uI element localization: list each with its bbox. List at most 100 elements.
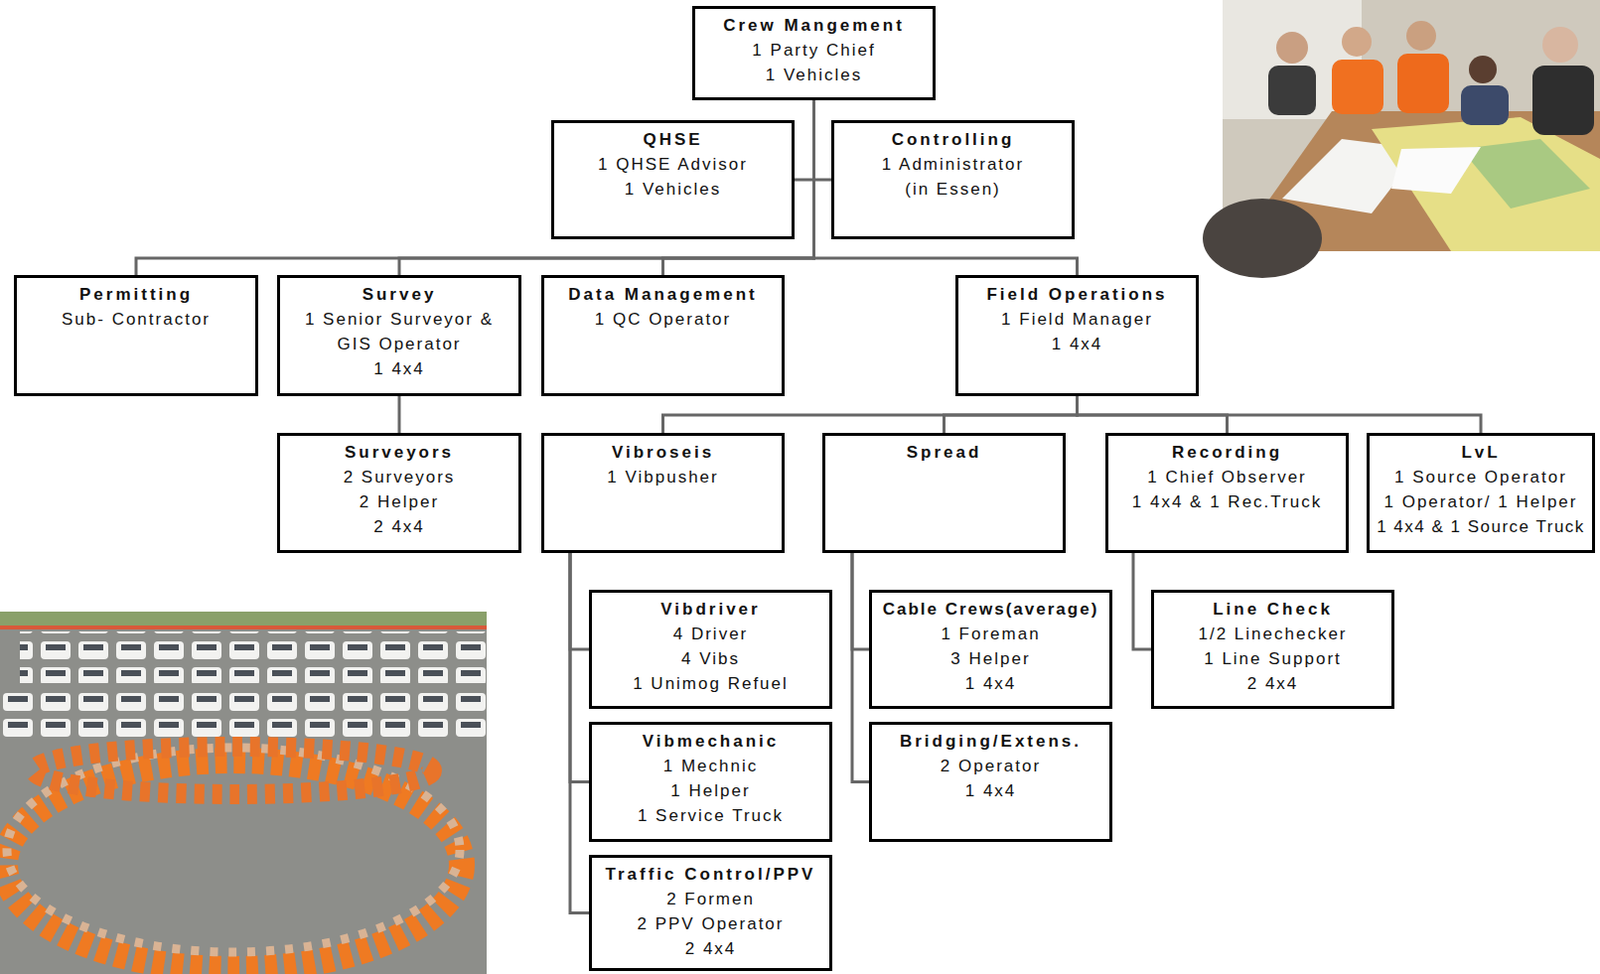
photo-vest [1397,53,1450,114]
box-heading: Permitting [22,282,250,307]
org-box: Traffic Control/PPV2 Formen2 PPV Operato… [588,855,833,972]
box-line: 2 4x4 [1160,671,1386,697]
box-line: 2 Formen [597,886,824,912]
photo-person [1341,26,1372,57]
box-line: 1 4x4 [877,778,1104,804]
box-heading: Controlling [840,127,1066,152]
photo-crowd-heads [6,747,460,953]
box-line: (in Essen) [840,176,1066,202]
box-line: 1 Vehicles [560,176,786,202]
box-heading: Data Management [550,282,776,307]
org-connector [1133,553,1152,650]
org-connector [794,100,815,180]
box-line: 1 Line Support [1160,646,1386,672]
org-box: Recording1 Chief Observer1 4x4 & 1 Rec.T… [1105,433,1349,554]
box-line: 1 QHSE Advisor [560,151,786,177]
org-box: PermittingSub- Contractor [13,275,259,397]
box-line: Sub- Contractor [22,306,250,332]
box-heading: Cable Crews(average) [877,596,1104,622]
box-heading: Line Check [1160,596,1386,622]
box-line: 1 Vehicles [701,62,927,88]
box-line: 2 4x4 [286,514,513,540]
photo-person [1276,31,1309,64]
box-line: 2 Surveyors [286,464,513,490]
photo-person [1406,20,1437,51]
org-connector [814,100,1078,276]
box-line: 1 Helper [597,778,824,804]
org-box: Bridging/Extens.2 Operator1 4x4 [869,722,1113,843]
org-connector [1077,396,1482,434]
org-connector [570,553,589,914]
photo-map-area [1460,139,1591,209]
box-line: 3 Helper [877,646,1104,672]
org-connector [852,553,870,783]
box-line: 1 Field Manager [964,306,1190,332]
org-connector [399,100,815,276]
box-line: 1 Unimog Refuel [597,671,824,697]
photo-person [1468,55,1497,84]
box-line: 1 4x4 [877,671,1104,697]
org-connector [136,100,815,276]
box-heading: Traffic Control/PPV [597,862,824,887]
org-box: Cable Crews(average)1 Foreman3 Helper1 4… [869,589,1113,710]
org-box: Crew Mangement1 Party Chief1 Vehicles [692,5,936,101]
box-line: 1 Foreman [877,621,1104,647]
org-connector [398,396,402,434]
box-heading: Vibdriver [597,596,824,622]
box-line: 1 4x4 [286,356,513,382]
org-box: Survey1 Senior Surveyor & GIS Operator1 … [277,275,522,397]
photo-person [1460,85,1509,126]
box-heading: Field Operations [964,282,1190,307]
org-box: Vibmechanic1 Mechnic1 Helper1 Service Tr… [588,722,833,843]
box-line: 1 Mechnic [597,753,824,779]
org-connector [570,553,589,783]
box-line: 2 Operator [877,753,1104,779]
box-heading: LvL [1375,439,1587,465]
box-line: 4 Vibs [597,646,824,672]
box-line: 1 4x4 & 1 Rec.Truck [1114,489,1340,515]
org-connector [944,396,1078,434]
org-box: LvL1 Source Operator1 Operator/ 1 Helper… [1366,433,1596,554]
box-line: 1 Senior Surveyor & GIS Operator [286,306,513,357]
photo-person [1542,26,1579,63]
org-box: Surveyors2 Surveyors2 Helper2 4x4 [277,433,522,554]
org-connector [814,100,833,180]
box-line: 1 Source Operator [1375,464,1587,490]
photo-person [1532,65,1595,136]
box-line: 4 Driver [597,621,824,647]
box-heading: Recording [1114,439,1340,465]
box-line: 1 4x4 [964,331,1190,357]
org-box: Data Management1 QC Operator [541,275,785,397]
box-line: 1 QC Operator [550,306,776,332]
photo-ground [0,611,487,974]
org-box: Vibdriver4 Driver4 Vibs1 Unimog Refuel [588,589,833,710]
photo-map-sheet [1391,146,1481,194]
photo-fence [0,625,487,630]
org-connector [852,553,870,650]
box-line: 2 4x4 [597,936,824,962]
photo-grass [0,611,487,626]
org-box: Spread [822,433,1066,554]
box-line: 1 Chief Observer [1114,464,1340,490]
box-heading: Surveyors [286,439,513,465]
box-heading: Spread [831,439,1057,465]
org-box: Line Check1/2 Linechecker1 Line Support2… [1151,589,1395,710]
photo-vest [1331,59,1384,115]
box-line: 2 PPV Operator [597,911,824,937]
box-line: 1 4x4 & 1 Source Truck [1375,514,1587,540]
org-box: QHSE1 QHSE Advisor1 Vehicles [551,120,795,240]
photo-person [1202,198,1322,279]
photo-person [1268,65,1316,116]
photo-crowd [34,746,433,795]
box-line: 1 Service Truck [597,803,824,829]
org-connector [570,553,589,650]
box-line: 1 Party Chief [701,37,927,63]
photo-cars [0,687,487,739]
meeting-photo [1202,0,1600,279]
org-connector [663,396,1078,434]
org-box: Field Operations1 Field Manager1 4x4 [955,275,1199,397]
box-heading: Crew Mangement [701,12,927,38]
box-heading: Bridging/Extens. [877,728,1104,754]
box-heading: Vibroseis [550,439,776,465]
box-heading: Vibmechanic [597,728,824,754]
